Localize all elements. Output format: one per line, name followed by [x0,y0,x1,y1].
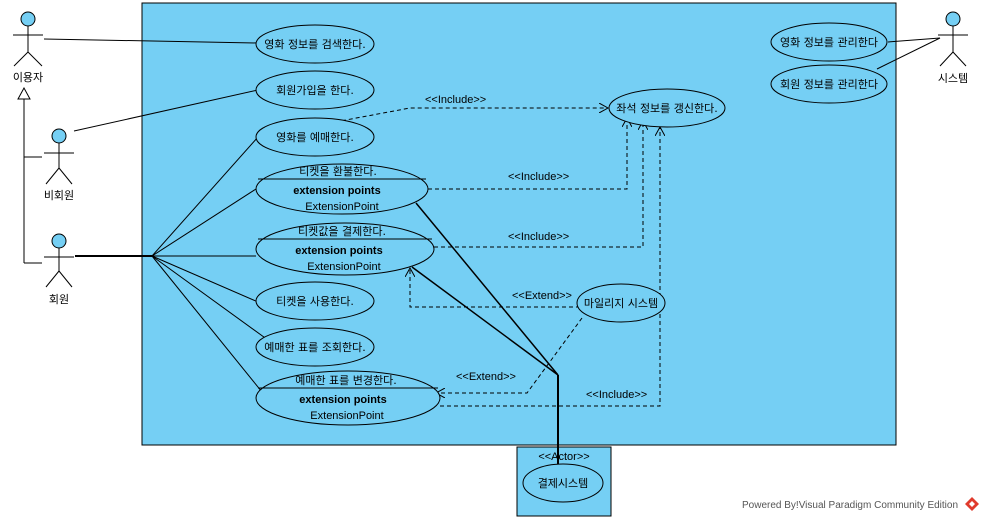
generalization [17,86,42,264]
usecase-change-reservation[interactable]: 예매한 표를 변경한다. extension points ExtensionP… [255,370,441,426]
usecase-change-reservation-ep-heading: extension points [299,394,386,406]
usecase-reserve-movie[interactable] [255,117,375,157]
system-boundary[interactable] [141,2,897,446]
usecase-change-reservation-label: 예매한 표를 변경한다. [295,374,397,387]
usecase-payment-system[interactable] [522,463,604,503]
dependencies [334,108,660,407]
usecase-update-seat[interactable] [608,88,726,128]
usecase-update-seat-label: 좌석 정보를 갱신한다. [616,102,718,115]
usecase-refund-ticket-label: 티켓을 환불한다. [299,165,377,178]
associations [43,37,941,464]
actor-user[interactable] [13,11,43,67]
usecase-pay-ticket-label: 티켓값을 결제한다. [298,225,386,238]
usecase-refund-ticket[interactable]: 티켓을 환불한다. extension points ExtensionPoin… [255,163,429,215]
usecase-mileage-system-label: 마일리지 시스템 [584,296,658,310]
actor-non-member[interactable] [44,128,74,185]
usecase-reserve-movie-label: 영화를 예매한다. [276,131,354,144]
usecase-mileage-system[interactable] [576,283,666,323]
actor-user-label: 이용자 [13,71,43,84]
actor-system-label: 시스템 [938,72,968,85]
extend-label-change: <<Extend>> [456,371,516,383]
usecase-manage-movie-label: 영화 정보를 관리한다 [780,36,878,49]
usecase-pay-ticket-ep-point: ExtensionPoint [307,261,380,273]
usecase-view-reservation[interactable] [255,327,375,367]
usecase-use-ticket-label: 티켓을 사용한다. [276,295,354,308]
include-label-pay: <<Include>> [508,231,569,243]
actor-member-label: 회원 [49,293,69,306]
include-label-reserve: <<Include>> [425,94,486,106]
include-label-refund: <<Include>> [508,171,569,183]
usecase-manage-member-label: 회원 정보를 관리한다 [780,78,878,91]
include-label-change: <<Include>> [586,389,647,401]
actor-non-member-label: 비회원 [44,189,74,202]
usecase-search-movie[interactable] [255,24,375,64]
payment-system-label: 결제시스템 [538,477,589,490]
usecase-sign-up-label: 회원가입을 한다. [276,84,354,97]
usecase-view-reservation-label: 예매한 표를 조회한다. [264,341,366,354]
actor-system[interactable] [938,11,968,67]
vp-logo-icon [965,497,979,511]
usecase-refund-ticket-ep-point: ExtensionPoint [305,201,378,213]
payment-system-stereotype: <<Actor>> [538,451,589,463]
usecase-change-reservation-ep-point: ExtensionPoint [310,410,383,422]
usecase-manage-movie[interactable] [770,22,888,62]
usecase-manage-member[interactable] [770,64,888,104]
extend-label-pay: <<Extend>> [512,290,572,302]
usecase-search-movie-label: 영화 정보를 검색한다. [264,38,366,51]
usecase-pay-ticket[interactable]: 티켓값을 결제한다. extension points ExtensionPoi… [255,222,435,276]
footer-text: Powered By!Visual Paradigm Community Edi… [742,500,958,511]
usecase-pay-ticket-ep-heading: extension points [295,245,382,257]
usecase-refund-ticket-ep-heading: extension points [293,185,380,197]
usecase-sign-up[interactable] [255,70,375,110]
usecase-use-ticket[interactable] [255,281,375,321]
actor-member[interactable] [44,233,74,288]
